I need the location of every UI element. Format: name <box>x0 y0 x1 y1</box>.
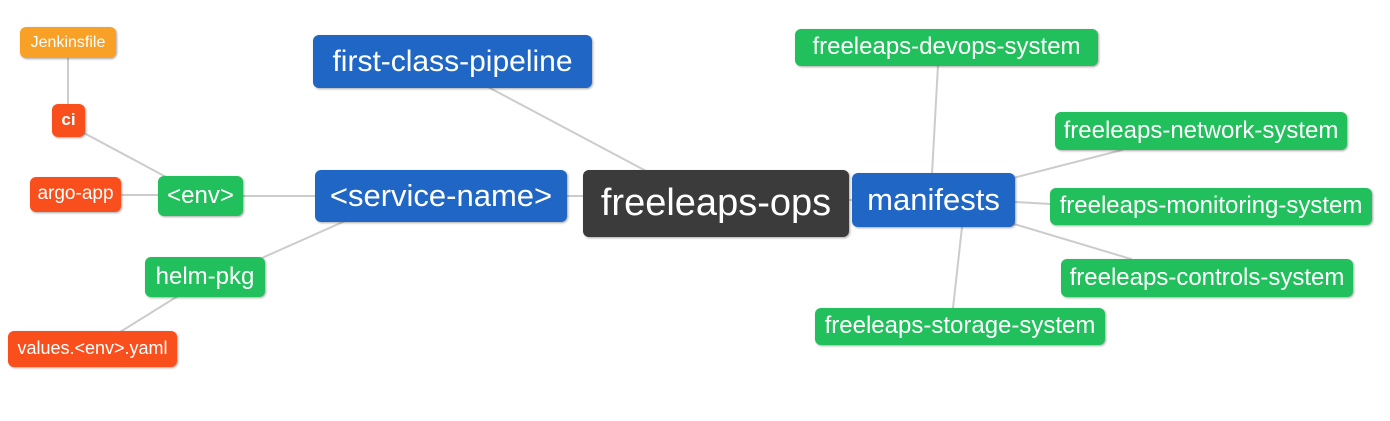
edge-manifests-devops <box>931 64 939 175</box>
edge-manifests-monitoring <box>1014 201 1052 205</box>
edge-manifests-controls <box>1013 223 1132 260</box>
node-argo-app[interactable]: argo-app <box>30 177 121 212</box>
node-freeleaps-devops-system[interactable]: freeleaps-devops-system <box>795 29 1098 66</box>
node-freeleaps-network-system[interactable]: freeleaps-network-system <box>1055 112 1347 150</box>
edge-manifests-storage <box>952 226 963 309</box>
node-freeleaps-storage-system[interactable]: freeleaps-storage-system <box>815 308 1105 345</box>
edge-pipeline-freeleaps-ops <box>487 86 649 173</box>
edge-ci-env <box>83 132 169 179</box>
node-env[interactable]: <env> <box>158 176 243 216</box>
node-values-env-yaml[interactable]: values.<env>.yaml <box>8 331 177 367</box>
node-manifests[interactable]: manifests <box>852 173 1015 227</box>
node-freeleaps-ops-root[interactable]: freeleaps-ops <box>583 170 849 237</box>
node-service-name[interactable]: <service-name> <box>315 170 567 222</box>
node-freeleaps-controls-system[interactable]: freeleaps-controls-system <box>1061 259 1353 297</box>
edge-helm-pkg-service-name <box>261 220 346 259</box>
edge-manifests-network <box>1012 149 1123 179</box>
node-first-class-pipeline[interactable]: first-class-pipeline <box>313 35 592 88</box>
node-jenkinsfile[interactable]: Jenkinsfile <box>20 27 116 58</box>
edge-values-helm-pkg <box>119 295 179 333</box>
node-ci[interactable]: ci <box>52 104 85 137</box>
node-freeleaps-monitoring-system[interactable]: freeleaps-monitoring-system <box>1050 188 1372 225</box>
node-helm-pkg[interactable]: helm-pkg <box>145 257 265 297</box>
